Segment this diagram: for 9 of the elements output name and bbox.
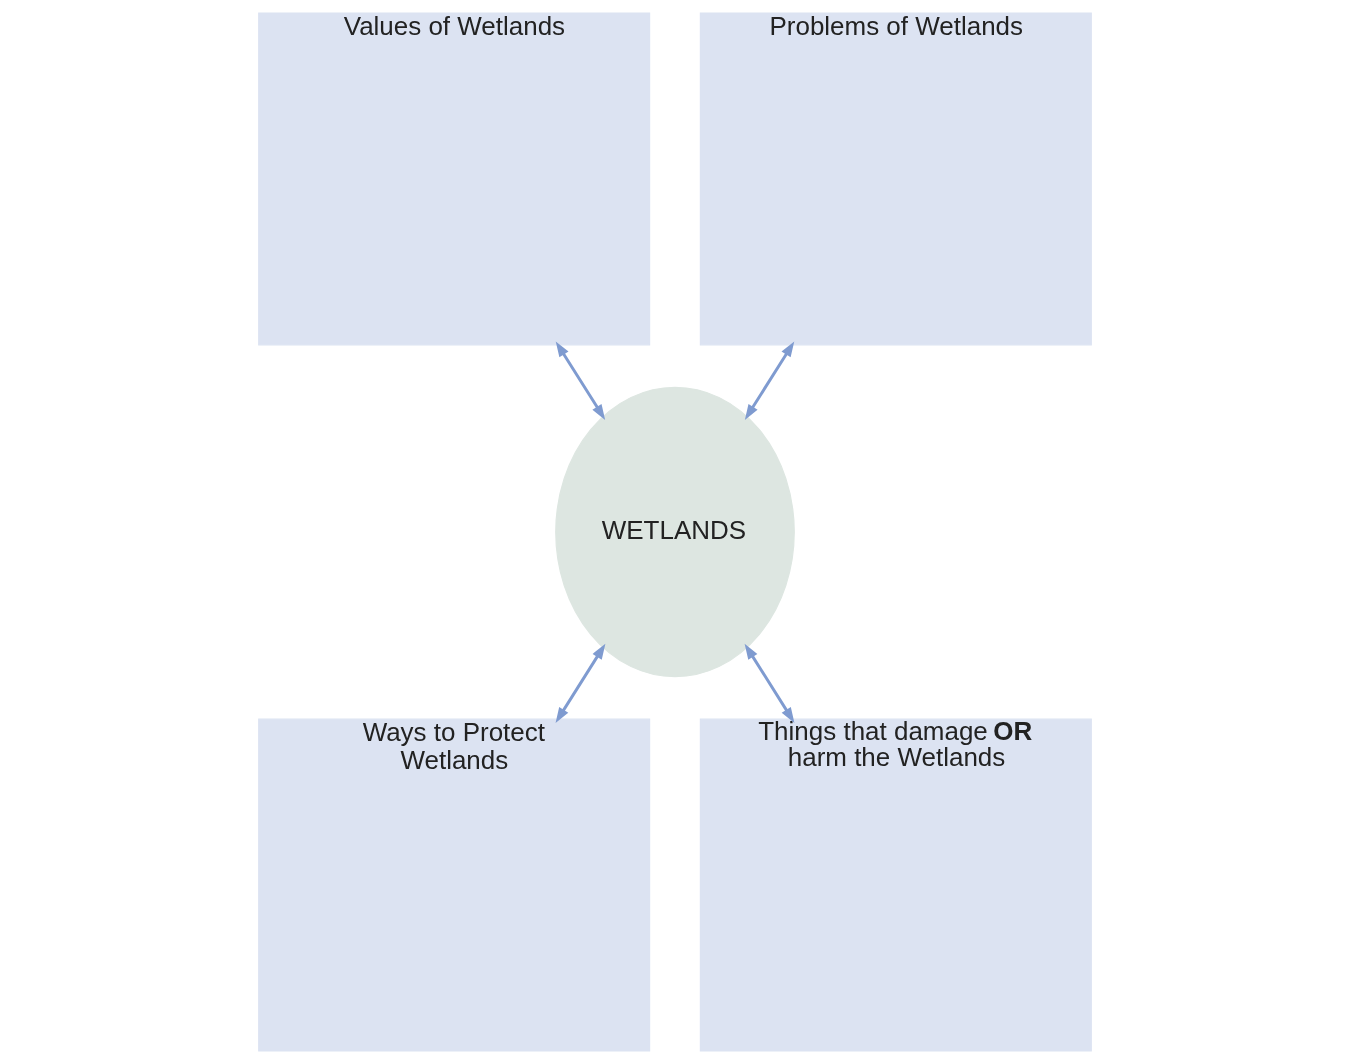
arrow: [555, 341, 605, 420]
arrow: [744, 643, 794, 723]
node-box: Values of Wetlands: [257, 12, 650, 346]
arrow: [555, 643, 605, 723]
arrow: [744, 341, 794, 420]
node-ellipse: WETLANDS: [554, 386, 795, 678]
node-box: Ways to Protect Wetlands: [257, 718, 650, 1052]
node-box: Problems of Wetlands: [699, 12, 1092, 346]
node-box: Things that damage OR harm the Wetlands: [699, 718, 1092, 1052]
